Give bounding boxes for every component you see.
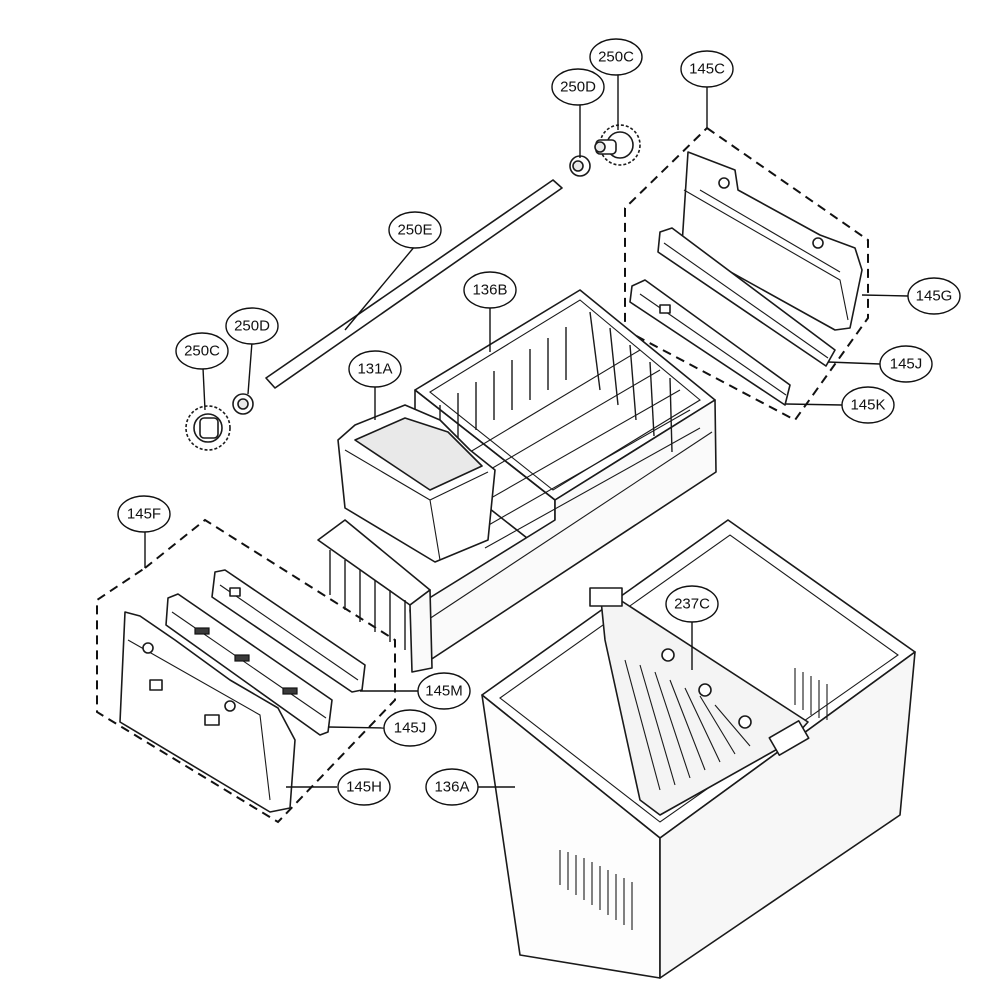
callout-136a: 136A <box>425 768 479 806</box>
callout-label: 145G <box>916 288 953 305</box>
callout-145j-right: 145J <box>879 345 933 383</box>
divider-237c <box>589 587 810 816</box>
callout-250d-left: 250D <box>225 307 279 345</box>
callout-145f: 145F <box>117 495 171 533</box>
callout-label: 131A <box>357 361 392 378</box>
callout-250e: 250E <box>388 211 442 249</box>
callout-label: 250C <box>598 49 634 66</box>
callout-145c: 145C <box>680 50 734 88</box>
rail-bracket-145h <box>119 611 296 813</box>
callout-label: 237C <box>674 596 710 613</box>
callout-label: 136B <box>472 282 507 299</box>
rail-slide-145j-right <box>657 227 836 367</box>
callout-145j-left: 145J <box>383 709 437 747</box>
leader-lines <box>144 74 909 788</box>
callout-136b: 136B <box>463 271 517 309</box>
callout-label: 250C <box>184 343 220 360</box>
shaft-250e <box>265 179 563 389</box>
group-outline-right-rail <box>624 126 869 422</box>
rail-bracket-145g <box>681 151 863 331</box>
callout-label: 145F <box>127 506 161 523</box>
callout-label: 145M <box>425 683 463 700</box>
cap-250d-left <box>232 393 254 415</box>
gear-250c-top <box>594 124 641 166</box>
callout-label: 136A <box>434 779 469 796</box>
callout-145g: 145G <box>907 277 961 315</box>
callout-label: 145J <box>890 356 923 373</box>
ice-bin-131a <box>337 404 496 563</box>
callout-label: 250E <box>397 222 432 239</box>
callout-label: 145K <box>850 397 885 414</box>
callout-250c-left: 250C <box>175 332 229 370</box>
wire-basket-136b <box>317 289 717 673</box>
callout-145h: 145H <box>337 768 391 806</box>
callout-label: 145J <box>394 720 427 737</box>
callout-131a: 131A <box>348 350 402 388</box>
callout-145k: 145K <box>841 386 895 424</box>
callout-250c-top: 250C <box>589 38 643 76</box>
cap-250d-top <box>569 155 591 177</box>
gear-250c-left <box>185 405 231 451</box>
rail-slide-145j-left <box>165 593 333 736</box>
callout-250d-top: 250D <box>551 68 605 106</box>
callout-label: 145C <box>689 61 725 78</box>
rail-145m <box>211 569 366 693</box>
callout-label: 145H <box>346 779 382 796</box>
callout-145m: 145M <box>417 672 471 710</box>
callout-237c: 237C <box>665 585 719 623</box>
callout-label: 250D <box>560 79 596 96</box>
rail-145k <box>629 279 791 406</box>
callout-label: 250D <box>234 318 270 335</box>
